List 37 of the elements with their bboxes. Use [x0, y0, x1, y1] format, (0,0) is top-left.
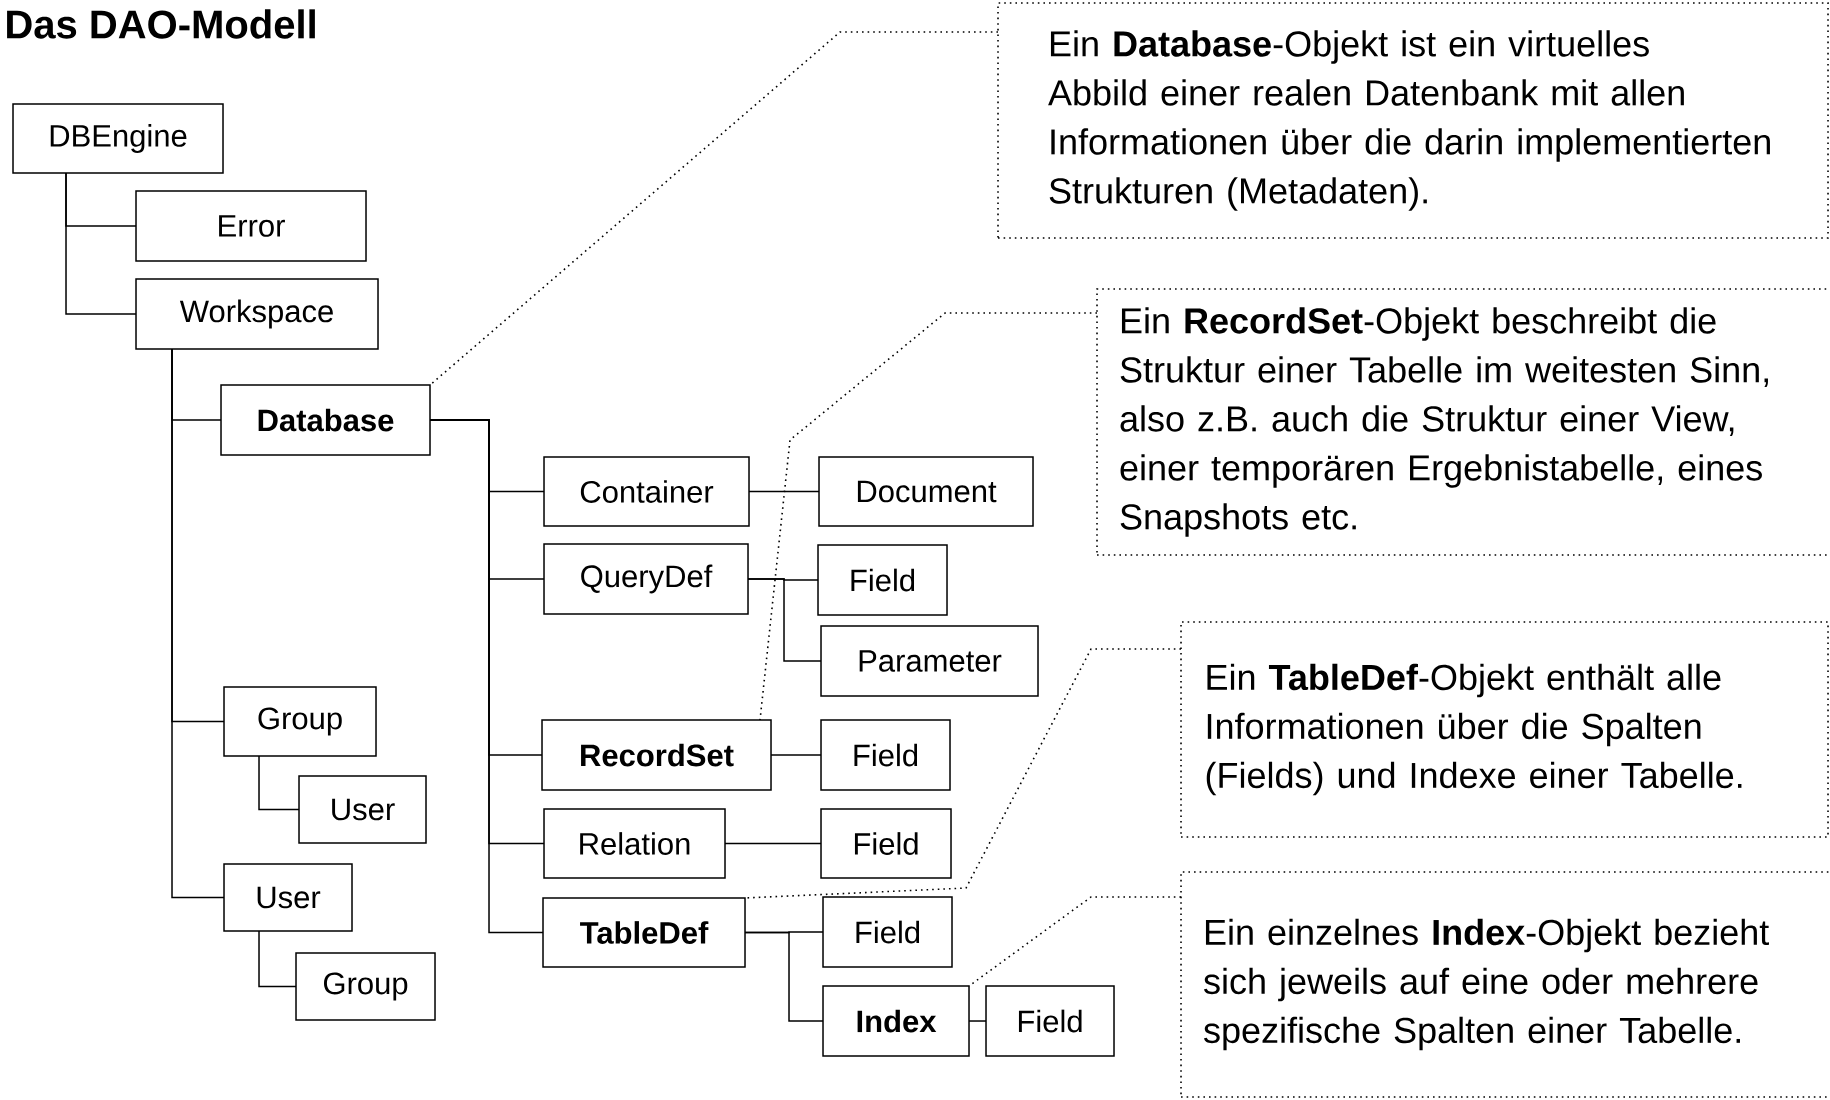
callout-box: Ein einzelnes Index-Objekt bezieht sich jeweils auf eine oder mehrere spezifische Spalten einer Tabelle.	[1180, 871, 1830, 1098]
title: Das DAO-Modell	[7, 9, 315, 39]
tree-connector	[65, 172, 137, 315]
object-box: Document	[818, 456, 1034, 527]
tree-connector	[429, 419, 544, 934]
tree-connector	[748, 490, 820, 493]
tree-connector	[171, 348, 225, 899]
object-box: Container	[543, 456, 750, 527]
object-box: DBEngine	[12, 103, 224, 174]
object-box: Field	[817, 544, 948, 616]
object-box: Field	[822, 896, 953, 968]
tree-connector	[747, 578, 822, 662]
callout-box: Ein Database-Objekt ist ein virtuelles Abbild einer realen Datenbank mit allen Informationen über die darin implementierten Strukturen (Metadaten).	[997, 2, 1829, 239]
tree-connector	[770, 754, 822, 756]
object-box: User	[298, 775, 427, 844]
callout-box: Ein RecordSet-Objekt beschreibt die Struktur einer Tabelle im weitesten Sinn, also z.B. auch die Struktur einer View, einer temporären Ergebnistabelle, eines Snapshots etc.	[1096, 288, 1830, 556]
object-box: Field	[985, 985, 1115, 1057]
tree-connector	[258, 755, 300, 811]
object-box: RecordSet	[541, 719, 772, 791]
object-box: Group	[295, 952, 436, 1021]
object-box: Field	[820, 719, 951, 791]
object-box: QueryDef	[543, 543, 749, 615]
object-box: Workspace	[135, 278, 379, 350]
object-box: Index	[822, 985, 970, 1057]
object-box: TableDef	[542, 897, 746, 968]
object-box: Field	[820, 808, 952, 879]
tree-connector	[968, 1020, 987, 1022]
object-box: Error	[135, 190, 367, 262]
object-box: Database	[220, 384, 431, 456]
tree-connector	[744, 931, 824, 1022]
object-box: Relation	[543, 808, 726, 879]
object-box: Group	[223, 686, 377, 757]
callout-box: Ein TableDef-Objekt enthält alle Informationen über die Spalten (Fields) und Indexe einer Tabelle.	[1180, 621, 1829, 838]
object-box: User	[223, 863, 353, 932]
tree-connector	[258, 930, 297, 988]
object-box: Parameter	[820, 625, 1039, 697]
tree-connector	[724, 842, 822, 845]
